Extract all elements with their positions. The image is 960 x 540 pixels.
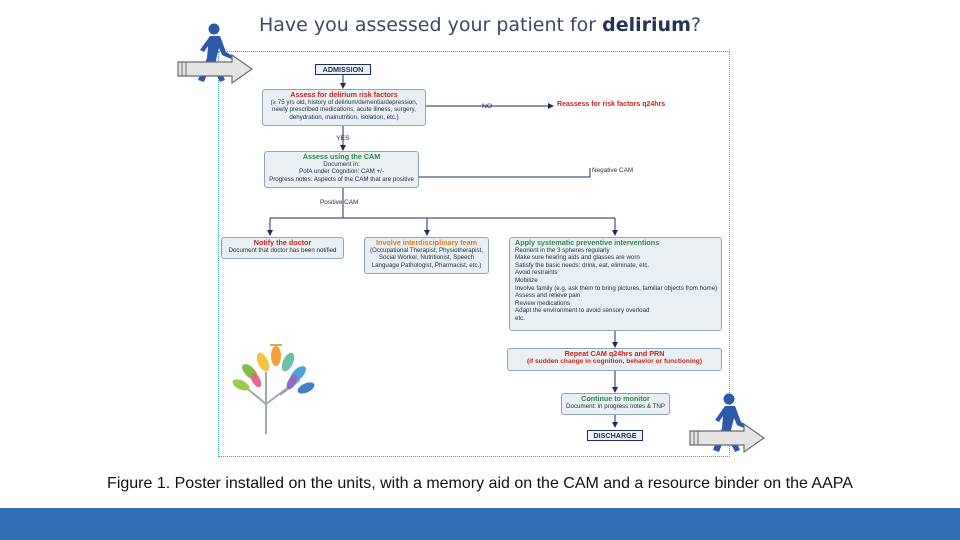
continue-monitor-box: Continue to monitor Document: in progres… [561, 393, 670, 415]
footer-bar [0, 508, 960, 540]
risk-factors-heading: Assess for delirium risk factors [290, 90, 398, 99]
preventive-item: Adapt the environment to avoid sensory o… [515, 307, 650, 315]
poster-frame [218, 51, 730, 457]
no-label: NO [482, 103, 493, 110]
assess-cam-line1: Document in: [323, 160, 360, 168]
notify-doctor-box: Notify the doctor Document that doctor h… [221, 237, 344, 259]
preventive-item: Make sure hearing aids and glasses are w… [515, 254, 640, 262]
negative-cam-label: Negative CAM [592, 167, 634, 174]
preventive-item: etc. [515, 314, 525, 322]
discharge-label: DISCHARGE [587, 430, 643, 441]
repeat-cam-body: (if sudden change in cognition, behavior… [526, 357, 703, 365]
title-prefix: Have you assessed your patient for [259, 14, 603, 36]
monitor-body: Document: in progress notes & TNP [566, 402, 665, 410]
preventive-item: Mobilize [515, 276, 538, 284]
arrow-right-icon [689, 422, 766, 454]
team-heading: Involve interdisciplinary team [375, 238, 478, 247]
monitor-heading: Continue to monitor [581, 394, 650, 403]
interdisciplinary-team-box: Involve interdisciplinary team (Occupati… [364, 237, 489, 274]
assess-cam-line3: Progress notes: Aspects of the CAM that … [269, 175, 414, 183]
preventive-heading: Apply systematic preventive intervention… [515, 238, 660, 247]
tree-logo-icon [232, 344, 315, 434]
figure-caption: Figure 1. Poster installed on the units,… [107, 475, 853, 492]
repeat-cam-box: Repeat CAM q24hrs and PRN (if sudden cha… [507, 348, 722, 371]
preventive-item: Avoid restraints [515, 269, 558, 277]
assess-cam-heading: Assess using the CAM [302, 152, 381, 161]
assess-cam-line2: PofA under Cognition: CAM +/- [299, 168, 384, 176]
preventive-item: Satisfy the basic needs: drink, eat, eli… [515, 261, 650, 269]
preventive-interventions-box: Apply systematic preventive intervention… [509, 237, 722, 331]
preventive-item: Review medications [515, 299, 571, 307]
title-suffix: ? [690, 14, 701, 36]
poster-title: Have you assessed your patient for delir… [0, 14, 960, 36]
preventive-item: Involve family (e.g. ask them to bring p… [515, 284, 718, 292]
admission-label: ADMISSION [315, 64, 371, 75]
preventive-item: Reorient in the 3 spheres regularly [515, 246, 610, 254]
title-keyword: delirium [602, 14, 691, 36]
risk-factors-box: Assess for delirium risk factors (≥ 75 y… [262, 89, 426, 126]
arrow-right-icon [177, 53, 254, 85]
positive-cam-label: Positive CAM [320, 199, 359, 206]
risk-factors-body: (≥ 75 yrs old, history of delirium/demen… [270, 98, 418, 121]
arrow-negative-cam [419, 168, 591, 178]
notify-doctor-heading: Notify the doctor [253, 238, 312, 247]
repeat-cam-heading: Repeat CAM q24hrs and PRN [564, 349, 665, 358]
notify-doctor-body: Document that doctor has been notified [228, 246, 337, 254]
yes-label: YES [336, 135, 350, 142]
preventive-item: Assess and relieve pain [515, 292, 581, 300]
team-body: (Occupational Therapist, Physiotherapist… [369, 246, 484, 269]
reassess-text: Reassess for risk factors q24hrs [557, 101, 666, 108]
assess-cam-box: Assess using the CAM Document in: PofA u… [264, 151, 419, 188]
